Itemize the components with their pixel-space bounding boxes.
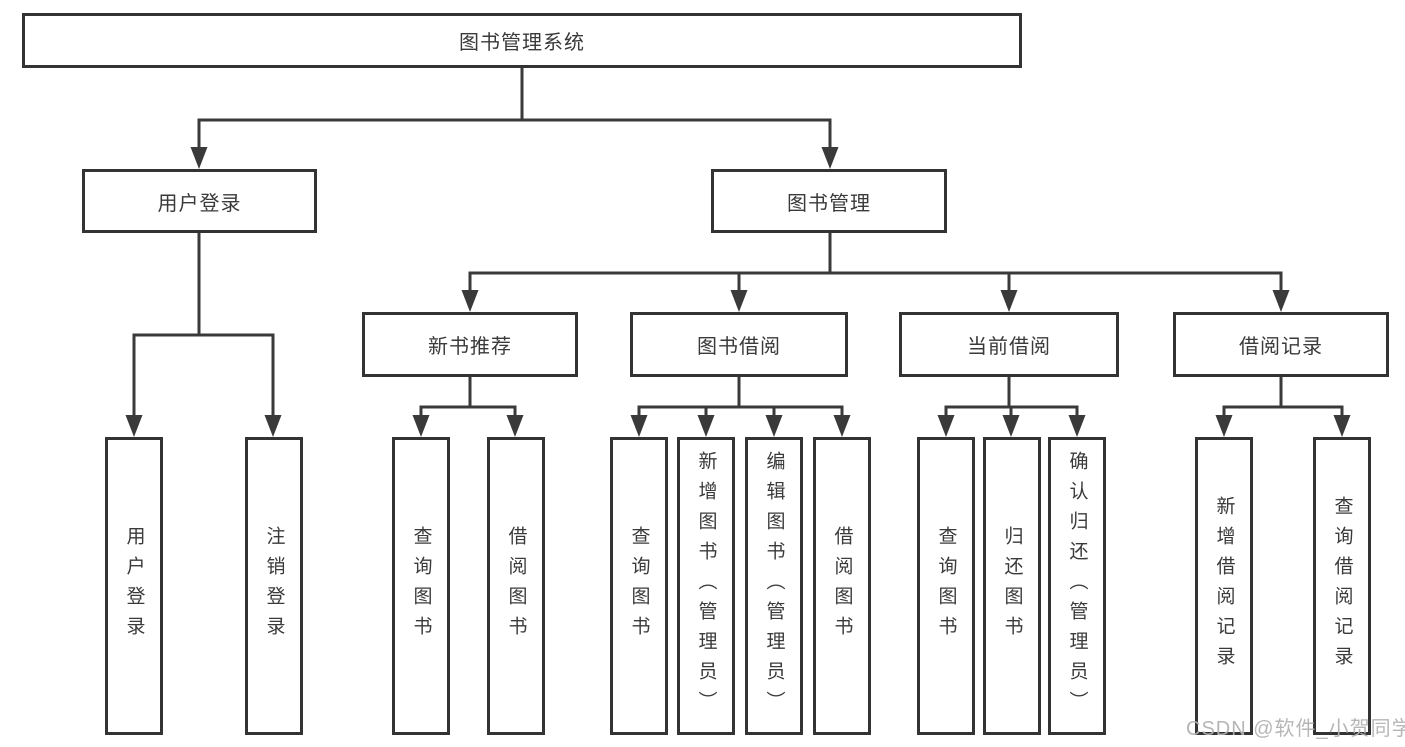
node-label: 借阅图书 xyxy=(505,526,527,646)
node-confirm-return-admin: 确认归还（管理员） xyxy=(1048,437,1106,735)
node-label: 用户登录 xyxy=(157,192,242,215)
node-query-books-borrow: 查询图书 xyxy=(610,437,668,735)
node-add-books-admin: 新增图书（管理员） xyxy=(677,437,735,735)
node-logout: 注销登录 xyxy=(245,437,303,735)
node-borrow-books-recommend: 借阅图书 xyxy=(487,437,545,735)
node-edit-books-admin: 编辑图书（管理员） xyxy=(745,437,803,735)
node-current-borrow: 当前借阅 xyxy=(899,312,1119,377)
node-label: 查询图书 xyxy=(935,526,957,646)
node-query-books-recommend: 查询图书 xyxy=(392,437,450,735)
node-label: 借阅图书 xyxy=(831,526,853,646)
node-label: 归还图书 xyxy=(1001,526,1023,646)
node-query-borrow-record: 查询借阅记录 xyxy=(1313,437,1371,735)
node-add-borrow-record: 新增借阅记录 xyxy=(1195,437,1253,735)
node-return-books: 归还图书 xyxy=(983,437,1041,735)
node-label: 用户登录 xyxy=(123,526,145,646)
node-label: 借阅记录 xyxy=(1239,336,1323,358)
node-label: 新书推荐 xyxy=(428,336,512,358)
node-label: 图书管理 xyxy=(787,192,871,215)
node-label: 图书借阅 xyxy=(697,336,781,358)
node-label: 注销登录 xyxy=(263,526,285,646)
arrowheads xyxy=(125,147,1351,437)
node-label: 查询借阅记录 xyxy=(1331,496,1353,676)
node-label: 编辑图书（管理员） xyxy=(763,451,785,721)
node-query-books-current: 查询图书 xyxy=(917,437,975,735)
node-label: 当前借阅 xyxy=(967,336,1051,358)
node-user-login: 用户登录 xyxy=(82,169,317,233)
node-root-label: 图书管理系统 xyxy=(459,32,585,54)
node-label: 确认归还（管理员） xyxy=(1066,451,1088,721)
node-user-login-leaf: 用户登录 xyxy=(105,437,163,735)
node-book-borrow: 图书借阅 xyxy=(630,312,848,377)
node-label: 新增图书（管理员） xyxy=(695,451,717,721)
node-borrow-records: 借阅记录 xyxy=(1173,312,1389,377)
node-label: 新增借阅记录 xyxy=(1213,496,1235,676)
node-book-management: 图书管理 xyxy=(711,169,947,233)
node-borrow-books: 借阅图书 xyxy=(813,437,871,735)
node-label: 查询图书 xyxy=(410,526,432,646)
node-new-book-recommend: 新书推荐 xyxy=(362,312,578,377)
node-label: 查询图书 xyxy=(628,526,650,646)
node-root-library-system: 图书管理系统 xyxy=(22,13,1022,68)
csdn-watermark: CSDN @软件_小贺同学 xyxy=(1186,718,1405,740)
